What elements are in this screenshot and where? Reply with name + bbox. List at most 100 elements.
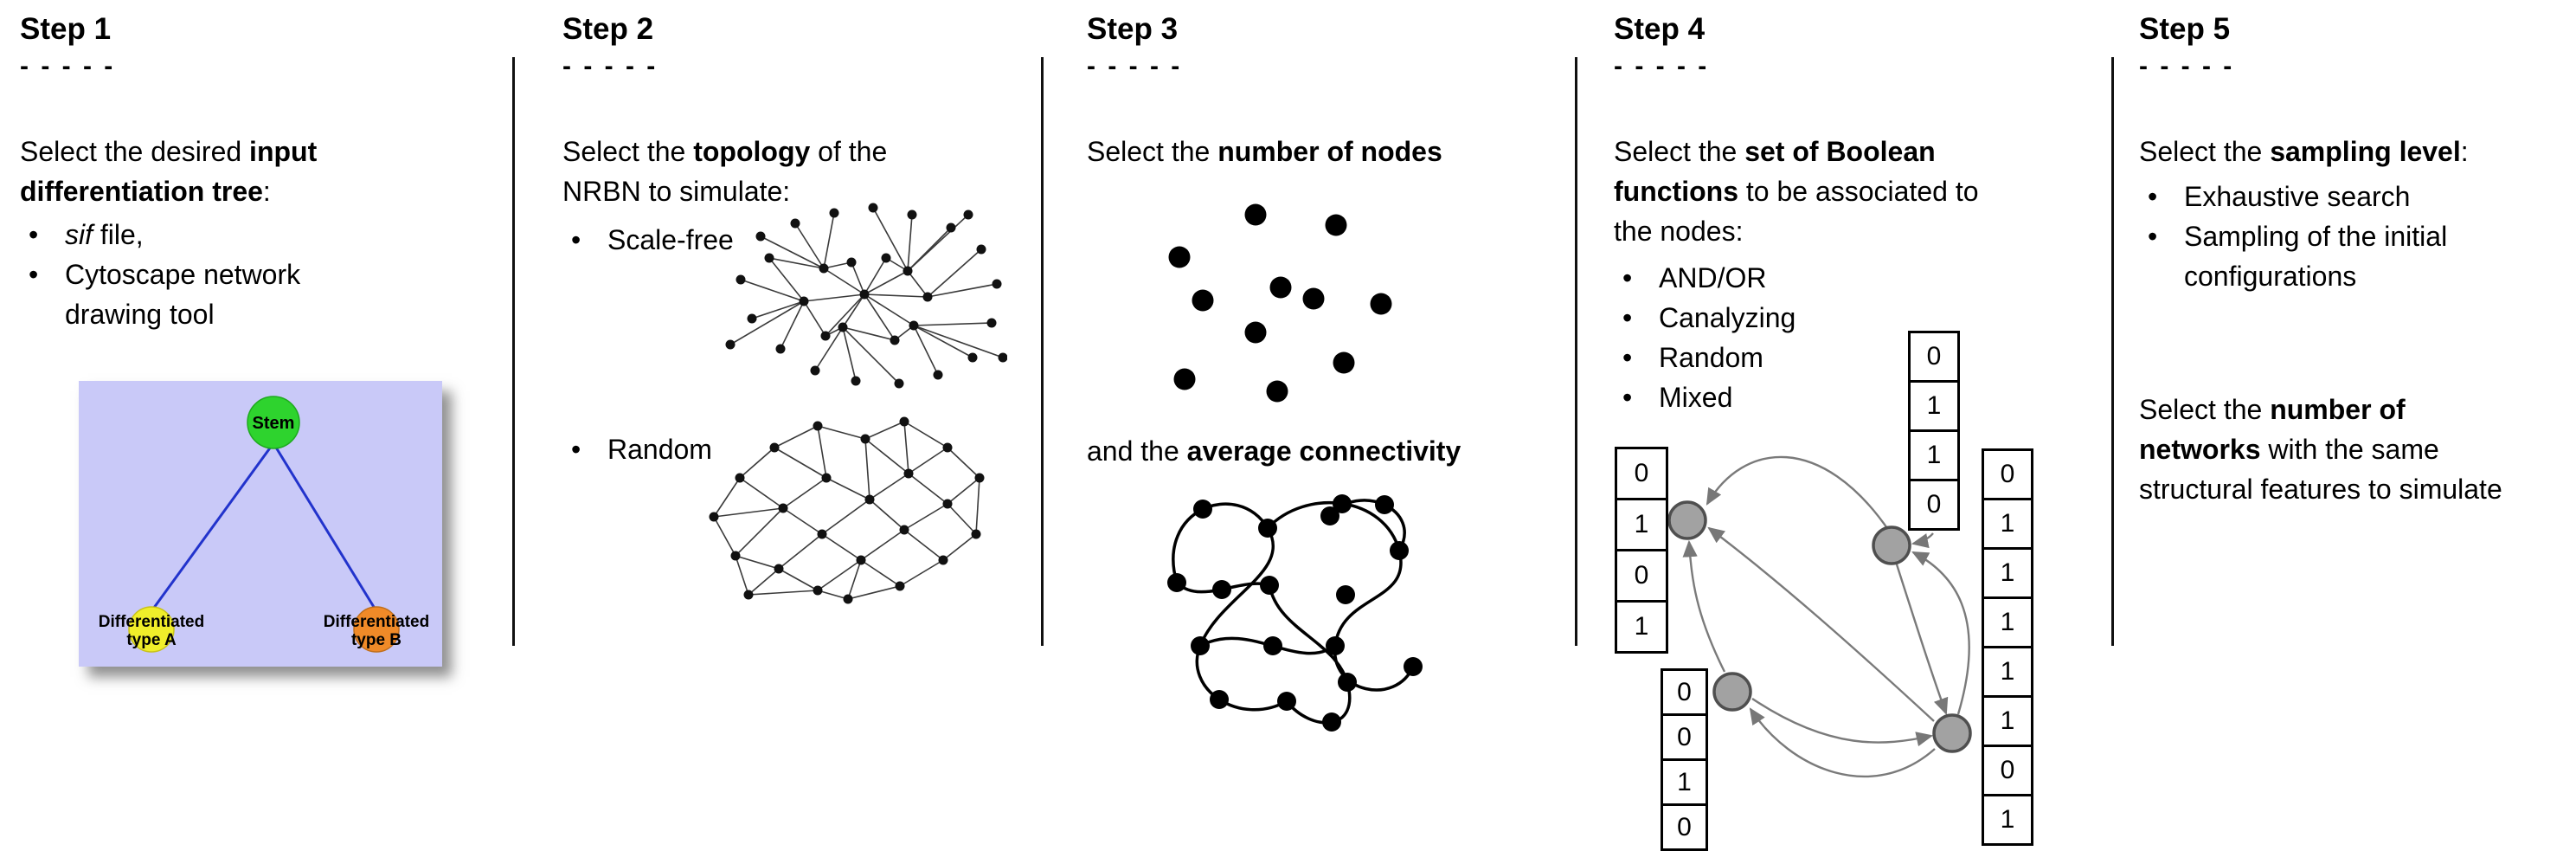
truth-table-cell: 0	[1908, 479, 1960, 531]
step-1-title: Step 1	[20, 12, 112, 46]
network-nodes	[1667, 500, 1972, 753]
truth-table-cell: 0	[1982, 745, 2033, 796]
bullet-text: Scale-free	[607, 224, 734, 255]
bullet-text: Random	[607, 434, 712, 465]
second-pre: Select the	[2139, 394, 2271, 425]
gene-node	[1872, 525, 1911, 565]
intro-bold: set of Boolean functions	[1614, 136, 1936, 207]
step-4-bullets: • AND/OR • Canalyzing • Random • Mixed	[1614, 258, 2012, 417]
intro-pre: Select the	[1614, 136, 1745, 167]
bullet-scale-free: • Scale-free	[562, 220, 935, 260]
truth-table-cell: 1	[1615, 600, 1668, 654]
step-4-dashes: - - - - -	[1614, 52, 1710, 81]
differentiation-tree-figure: Stem Differentiated type A Differentiate…	[79, 381, 442, 667]
step-3-intro: Select the number of nodes	[1087, 132, 1571, 171]
second-post: with the same structural features to sim…	[2139, 434, 2502, 505]
intro-pre: Select the	[2139, 136, 2271, 167]
truth-table-left: 0 1 0 1	[1615, 447, 1668, 654]
intro-pre: Select the desired	[20, 136, 250, 167]
step-4-title: Step 4	[1614, 12, 1706, 46]
truth-table-cell: 1	[1982, 547, 2033, 599]
bullet-exhaustive-search: • Exhaustive search	[2139, 177, 2511, 216]
bullet-sampling-configs: • Sampling of the initial configurations	[2139, 216, 2511, 296]
step-3-connectivity-text: and the average connectivity	[1087, 431, 1571, 471]
truth-table-cell: 1	[1908, 429, 1960, 481]
gene-node	[1667, 500, 1707, 540]
stem-node	[247, 396, 300, 449]
truth-table-cell: 1	[1982, 498, 2033, 550]
intro-pre: Select the	[562, 136, 694, 167]
bullet-text: Canalyzing	[1659, 302, 1796, 333]
step-1-intro: Select the desired input differentiation…	[20, 132, 383, 211]
truth-table-cell: 1	[1661, 758, 1708, 806]
step-5-networks-text: Select the number of networks with the s…	[2139, 390, 2511, 509]
step-5-intro: Select the sampling level:	[2139, 132, 2511, 171]
bullet-marker: •	[2148, 221, 2158, 252]
second-bold: average connectivity	[1186, 435, 1461, 467]
tangle-nodes	[1167, 494, 1423, 732]
step-4-column: Step 4 - - - - - Select the set of Boole…	[1614, 0, 2012, 851]
tangle-curves	[1172, 499, 1415, 725]
gene-node	[1932, 713, 1972, 753]
intro-post: of the NRBN to simulate:	[562, 136, 888, 207]
truth-table-cell: 0	[1908, 331, 1960, 383]
type-b-label-line2: type B	[351, 631, 401, 649]
node-dots	[1168, 203, 1392, 403]
bullet-text: Mixed	[1659, 382, 1733, 413]
column-divider	[2111, 57, 2114, 646]
type-a-node	[128, 606, 175, 653]
boolean-network-illustration	[1667, 455, 1972, 778]
tangled-network-illustration	[1167, 494, 1423, 732]
column-divider	[512, 57, 515, 646]
truth-table-cell: 0	[1615, 549, 1668, 603]
bullet-italic: sif	[65, 219, 93, 250]
intro-bold: number of nodes	[1217, 136, 1442, 167]
bullet-cytoscape: • Cytoscape network drawing tool	[20, 255, 383, 334]
step-2-column: Step 2 - - - - - Select the topology of …	[562, 0, 935, 851]
bullet-rest: file,	[93, 219, 144, 250]
bullet-marker: •	[571, 224, 581, 255]
network-arrows	[1682, 455, 1970, 778]
truth-table-cell: 0	[1982, 448, 2033, 500]
bullet-sif-file: • sif file,	[20, 215, 383, 255]
step-4-intro: Select the set of Boolean functions to b…	[1614, 132, 2012, 251]
bullet-text: Cytoscape network drawing tool	[65, 259, 301, 330]
truth-table-right: 0 1 1 1 1 1 0 1	[1982, 448, 2033, 846]
bullet-text: AND/OR	[1659, 262, 1767, 293]
bullet-marker: •	[1622, 302, 1633, 333]
second-bold: number of networks	[2139, 394, 2406, 465]
step-5-bullets: • Exhaustive search • Sampling of the in…	[2139, 177, 2511, 296]
truth-table-cell: 0	[1661, 713, 1708, 761]
bullet-marker: •	[2148, 181, 2158, 212]
bullet-marker: •	[29, 219, 39, 250]
step-1-column: Step 1 - - - - - Select the desired inpu…	[20, 0, 383, 851]
gene-node	[1712, 672, 1752, 712]
bullet-canalyzing: • Canalyzing	[1614, 298, 2012, 338]
second-pre: and the	[1087, 435, 1187, 467]
bullet-mixed: • Mixed	[1614, 377, 2012, 417]
truth-table-cell: 1	[1615, 498, 1668, 551]
truth-table-cell: 1	[1982, 794, 2033, 846]
intro-post: :	[2460, 136, 2469, 167]
type-b-label-line1: Differentiated	[324, 613, 429, 631]
truth-table-bottom: 0 0 1 0	[1661, 668, 1708, 851]
truth-table-cell: 0	[1661, 668, 1708, 716]
bullet-marker: •	[1622, 262, 1633, 293]
step-1-dashes: - - - - -	[20, 52, 116, 81]
intro-pre: Select the	[1087, 136, 1218, 167]
type-b-node	[353, 606, 400, 653]
truth-table-cell: 1	[1982, 695, 2033, 747]
truth-table-cell: 1	[1982, 596, 2033, 648]
step-2-intro: Select the topology of the NRBN to simul…	[562, 132, 935, 211]
random-network-illustration	[709, 416, 985, 604]
bullet-random: • Random	[562, 429, 935, 469]
scale-free-network-illustration	[725, 203, 1007, 389]
step-3-dashes: - - - - -	[1087, 52, 1183, 81]
step-1-bullets: • sif file, • Cytoscape network drawing …	[20, 215, 383, 334]
intro-bold: sampling level	[2270, 136, 2461, 167]
bullet-marker: •	[1622, 382, 1633, 413]
bullet-and-or: • AND/OR	[1614, 258, 2012, 298]
bullet-text: Random	[1659, 342, 1763, 373]
tree-edges	[150, 442, 378, 612]
